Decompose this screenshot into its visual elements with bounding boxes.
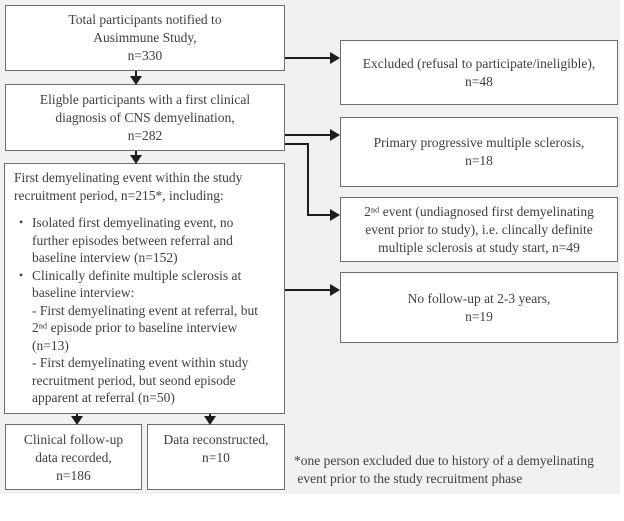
first-event-bullet-1-text: Isolated first demyelinating event, no f… [32, 215, 234, 265]
first-event-intro-text: First demyelinating event within the stu… [14, 170, 243, 203]
box-data-reconstructed-text: Data reconstructed, n=10 [163, 432, 269, 465]
first-event-bullet-2-sub-2: - First demyelinating event within study… [32, 355, 249, 405]
box-primary-progressive-ms-text: Primary progressive multiple sclerosis, … [373, 135, 585, 168]
box-total-participants-text: Total participants notified to Ausimmune… [68, 12, 222, 63]
bullet-dot-icon: • [19, 267, 24, 282]
box-clinical-followup-text: Clinical follow-up data recorded, n=186 [23, 432, 124, 483]
box-first-demyelinating-event: First demyelinating event within the stu… [4, 163, 285, 414]
box-no-followup: No follow-up at 2-3 years, n=19 [340, 272, 618, 343]
box-eligible-participants: Eligble participants with a first clinic… [5, 84, 285, 151]
footnote: *one person excluded due to history of a… [294, 453, 594, 486]
bullet-dot-icon: • [19, 215, 24, 229]
box-primary-progressive-ms: Primary progressive multiple sclerosis, … [340, 117, 618, 187]
box-second-event-cdms: 2ⁿᵈ event (undiagnosed first demyelinati… [340, 197, 618, 262]
box-data-reconstructed: Data reconstructed, n=10 [147, 424, 285, 490]
box-eligible-participants-text: Eligble participants with a first clinic… [39, 91, 251, 143]
box-total-participants: Total participants notified to Ausimmune… [5, 5, 285, 71]
box-excluded: Excluded (refusal to participate/ineligi… [340, 40, 618, 105]
box-no-followup-text: No follow-up at 2-3 years, n=19 [407, 290, 551, 324]
first-event-bullet-2-sub-1: - First demyelinating event at referral,… [32, 302, 259, 353]
box-clinical-followup-recorded: Clinical follow-up data recorded, n=186 [5, 424, 142, 490]
box-second-event-cdms-text: 2ⁿᵈ event (undiagnosed first demyelinati… [364, 203, 594, 255]
box-excluded-text: Excluded (refusal to participate/ineligi… [362, 55, 596, 89]
first-event-bullet-2: • Clinically definite multiple sclerosis… [14, 267, 275, 407]
first-event-bullet-1: • Isolated first demyelinating event, no… [14, 214, 275, 267]
first-event-bullet-2-text: Clinically definite multiple sclerosis a… [32, 267, 242, 301]
